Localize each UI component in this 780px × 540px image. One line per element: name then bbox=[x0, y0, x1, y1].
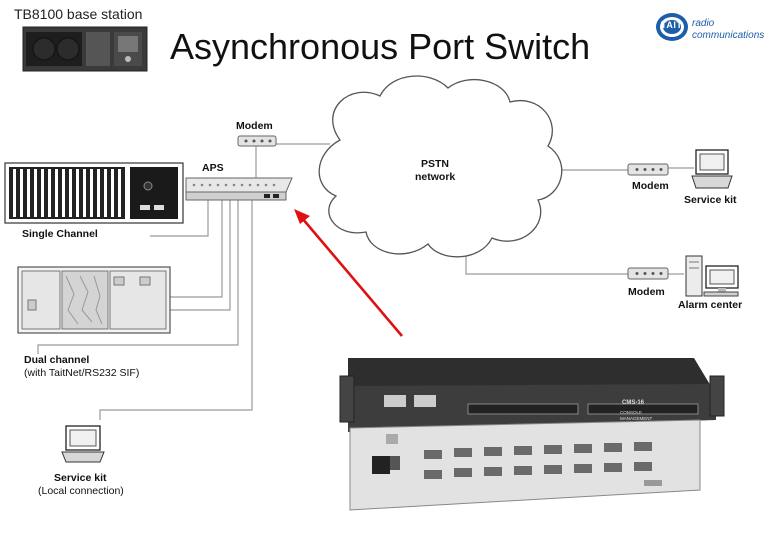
switch-model-label: CMS-16 bbox=[622, 400, 645, 406]
line-pstn-modem-bottom bbox=[465, 252, 628, 275]
dual-channel-rack-icon bbox=[17, 266, 171, 334]
page-title: Asynchronous Port Switch bbox=[170, 26, 591, 67]
modem-right-top-label: Modem bbox=[632, 180, 669, 192]
line-dual-channel-aps-1 bbox=[170, 200, 223, 298]
modem-right-bottom-label: Modem bbox=[628, 286, 665, 298]
modem-right-top-icon bbox=[627, 163, 669, 176]
aps-label: APS bbox=[202, 162, 224, 174]
switch-desc-line3: SWITCH bbox=[620, 422, 638, 427]
alarm-center-label: Alarm center bbox=[678, 299, 743, 311]
logo-caption-radio: radio bbox=[692, 18, 715, 29]
line-service-kit-aps bbox=[99, 200, 253, 420]
pstn-label-line2: network bbox=[415, 171, 456, 183]
single-channel-rack-icon bbox=[4, 162, 184, 224]
tait-logo-icon bbox=[656, 13, 688, 41]
modem-right-bottom-icon bbox=[627, 267, 669, 280]
line-single-channel-aps bbox=[150, 200, 209, 237]
modem-top-icon bbox=[237, 135, 277, 147]
laptop-remote-icon bbox=[691, 149, 733, 189]
switch-desc-line2: MANAGEMENT bbox=[620, 416, 653, 421]
console-switch-photo bbox=[339, 358, 725, 511]
dual-channel-label: Dual channel bbox=[24, 354, 90, 366]
product-label: TB8100 base station bbox=[14, 6, 143, 22]
single-channel-label: Single Channel bbox=[22, 228, 98, 240]
laptop-local-icon bbox=[61, 425, 105, 463]
pstn-cloud bbox=[318, 75, 563, 258]
service-kit-local-note: (Local connection) bbox=[38, 485, 124, 497]
line-dual-channel-aps-3 bbox=[37, 200, 239, 354]
connector-lines bbox=[37, 143, 694, 420]
pstn-label-line1: PSTN bbox=[421, 158, 450, 170]
switch-desc-line1: CONSOLE bbox=[620, 410, 643, 415]
service-kit-remote-label: Service kit bbox=[684, 194, 737, 206]
service-kit-local-label: Service kit bbox=[54, 472, 107, 484]
logo-wordmark: TAIT bbox=[661, 20, 683, 30]
pointer-arrow bbox=[294, 209, 403, 337]
modem-top-label: Modem bbox=[236, 120, 273, 132]
logo-caption-communications: communications bbox=[692, 30, 765, 41]
aps-icon bbox=[185, 177, 293, 201]
alarm-center-pc-icon bbox=[685, 255, 739, 297]
line-dual-channel-aps-2 bbox=[170, 200, 231, 311]
base-station-photo bbox=[22, 26, 148, 72]
dual-channel-note: (with TaitNet/RS232 SIF) bbox=[24, 367, 140, 379]
